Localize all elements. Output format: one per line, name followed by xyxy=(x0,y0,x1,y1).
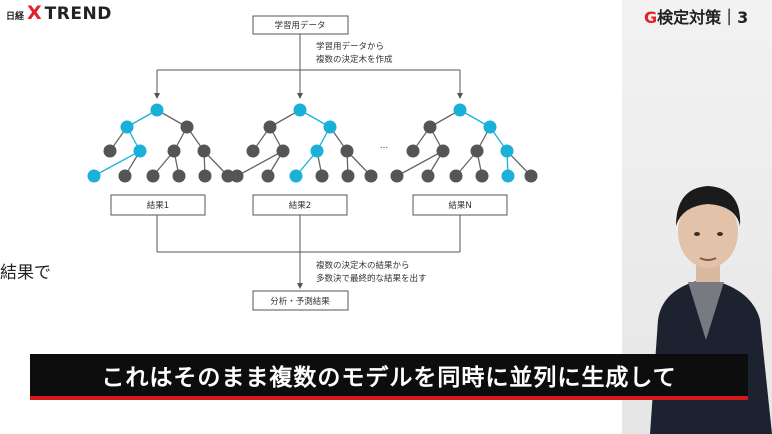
tree-node-n-11 xyxy=(501,169,515,183)
tree-node-1-12 xyxy=(221,169,235,183)
tree-node-n-10 xyxy=(475,169,489,183)
tree-node-2-6 xyxy=(340,144,354,158)
tree-node-1-10 xyxy=(172,169,186,183)
tree-node-1-6 xyxy=(197,144,211,158)
slide-left-text: 結果で xyxy=(0,263,51,283)
tree-node-n-12 xyxy=(524,169,538,183)
subtitle-text: これはそのまま複数のモデルを同時に並列に生成して xyxy=(101,365,677,391)
tree-node-2-0 xyxy=(293,103,307,117)
badge-g-mark: G xyxy=(644,8,658,27)
tree-node-1-2 xyxy=(180,120,194,134)
decision-tree-2 xyxy=(230,103,378,183)
logo-trend-text: TREND xyxy=(44,4,112,24)
training-data-label: 学習用データ xyxy=(274,20,325,31)
tree-node-n-8 xyxy=(421,169,435,183)
final-result-label: 分析・予測結果 xyxy=(270,296,330,307)
result-label-1: 結果1 xyxy=(147,200,169,211)
tree-node-n-2 xyxy=(483,120,497,134)
tree-node-1-0 xyxy=(150,103,164,117)
tree-node-n-4 xyxy=(436,144,450,158)
decision-tree-n xyxy=(390,103,538,183)
decision-tree-1 xyxy=(87,103,235,183)
tree-node-2-3 xyxy=(246,144,260,158)
tree-node-1-5 xyxy=(167,144,181,158)
tree-node-n-9 xyxy=(449,169,463,183)
subtitle-bar: これはそのまま複数のモデルを同時に並列に生成して xyxy=(30,354,748,400)
bottom-note-line-1: 複数の決定木の結果から xyxy=(316,260,410,271)
tree-node-n-6 xyxy=(500,144,514,158)
logo-x-mark: X xyxy=(27,2,42,24)
tree-node-1-4 xyxy=(133,144,147,158)
tree-node-n-0 xyxy=(453,103,467,117)
tree-node-2-8 xyxy=(261,169,275,183)
logo-nikkei-text: 日経 xyxy=(6,12,25,22)
tree-node-1-1 xyxy=(120,120,134,134)
result-box-1 xyxy=(110,194,206,216)
result-label-2: 結果2 xyxy=(289,200,311,211)
badge-title: 検定対策 xyxy=(657,8,722,27)
random-forest-diagram: 学習用データ 学習用データから 複数の決定木を作成 … 結果1 結果2 結果N … xyxy=(87,15,538,311)
tree-node-2-9 xyxy=(289,169,303,183)
top-note-line-2: 複数の決定木を作成 xyxy=(316,54,393,65)
tree-node-n-7 xyxy=(390,169,404,183)
tree-node-n-1 xyxy=(423,120,437,134)
result-label-n: 結果N xyxy=(448,200,471,211)
ellipsis: … xyxy=(380,141,389,151)
tree-node-n-5 xyxy=(470,144,484,158)
tree-node-n-3 xyxy=(406,144,420,158)
bottom-note-line-2: 多数決で最終的な結果を出す xyxy=(316,273,427,284)
top-note-line-1: 学習用データから xyxy=(316,41,384,52)
tree-node-1-8 xyxy=(118,169,132,183)
tree-node-1-3 xyxy=(103,144,117,158)
tree-node-2-4 xyxy=(276,144,290,158)
nikkei-xtrend-logo: 日経 X TREND xyxy=(6,2,112,24)
tree-edge xyxy=(93,150,141,177)
tree-node-2-5 xyxy=(310,144,324,158)
tree-node-1-7 xyxy=(87,169,101,183)
tree-node-2-12 xyxy=(364,169,378,183)
badge-number: 3 xyxy=(737,8,749,27)
tree-edge xyxy=(396,150,444,177)
course-badge: G検定対策｜3 xyxy=(644,4,748,28)
tree-node-2-10 xyxy=(315,169,329,183)
tree-node-2-2 xyxy=(323,120,337,134)
tree-node-2-1 xyxy=(263,120,277,134)
final-result-box xyxy=(252,290,349,311)
tree-node-2-7 xyxy=(230,169,244,183)
tree-node-1-9 xyxy=(146,169,160,183)
badge-separator: ｜ xyxy=(721,8,738,27)
tree-edge xyxy=(236,150,284,177)
tree-node-1-11 xyxy=(198,169,212,183)
tree-node-2-11 xyxy=(341,169,355,183)
